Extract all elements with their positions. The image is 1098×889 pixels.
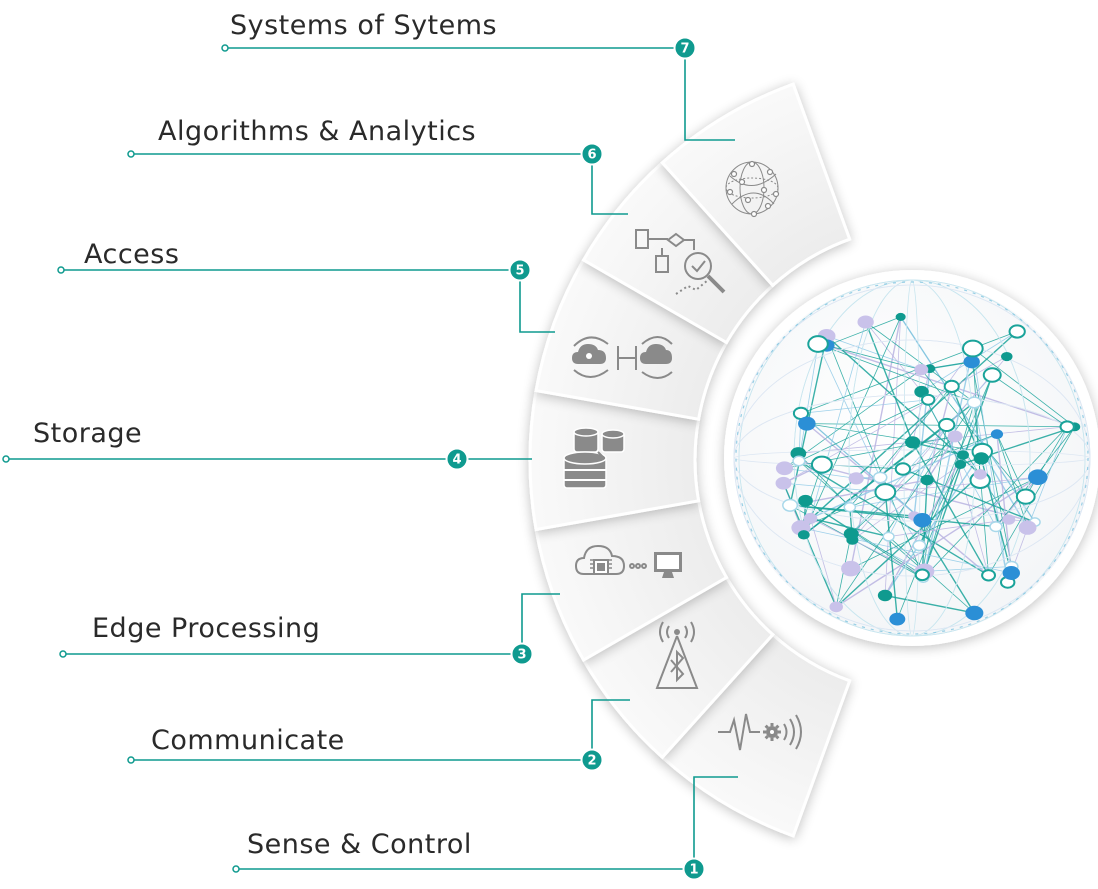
connector-endpoint [128,151,134,157]
connector-6 [131,154,628,214]
badge-number: 4 [452,453,461,468]
label-sense-control: Sense & Control [247,831,472,858]
label-communicate: Communicate [151,727,345,754]
label-edge-processing: Edge Processing [92,615,320,642]
label-access: Access [84,241,179,268]
badge-number: 7 [680,42,689,57]
connector-endpoint [222,45,228,51]
network-globe-icon [724,270,1098,646]
label-algorithms-analytics: Algorithms & Analytics [158,118,476,145]
connector-endpoint [128,757,134,763]
badge-number: 5 [515,264,524,279]
badge-number: 1 [689,863,698,878]
connector-5 [61,270,555,332]
badge-number: 6 [587,148,596,163]
badge-number: 3 [517,648,526,663]
connector-endpoint [58,267,64,273]
connector-endpoint [60,651,66,657]
label-systems-of-systems: Systems of Sytems [230,12,497,39]
label-storage: Storage [33,420,142,447]
connector-endpoint [3,456,9,462]
badge-number: 2 [587,754,596,769]
connector-endpoint [233,866,239,872]
